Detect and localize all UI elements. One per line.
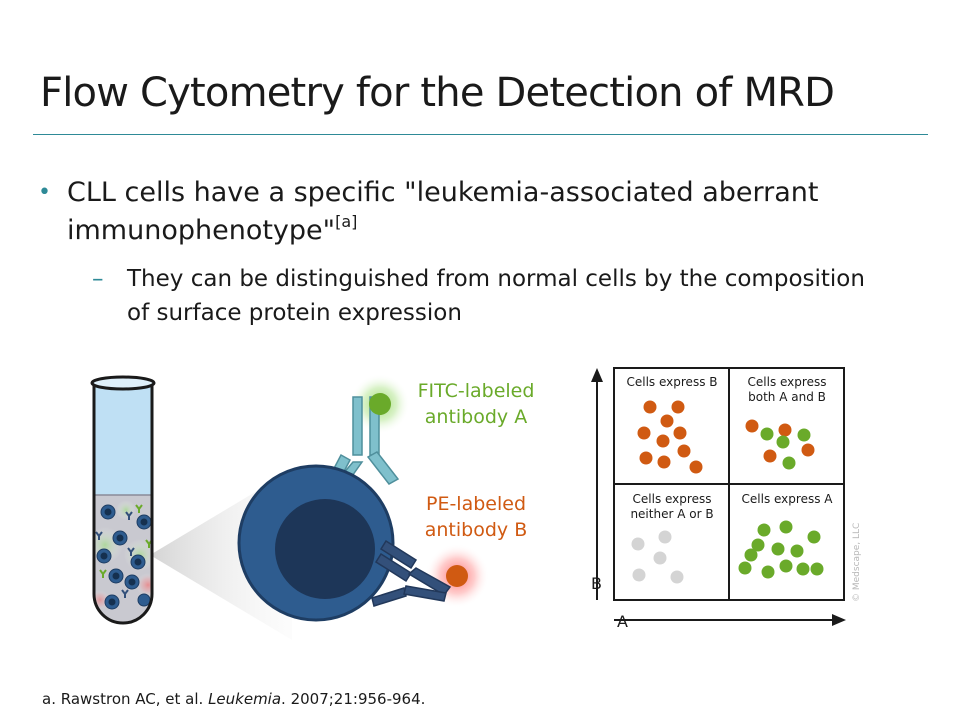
quadrant-top-right-label-1: Cells express — [748, 375, 827, 389]
bullet-level-1: • CLL cells have a specific "leukemia-as… — [38, 174, 918, 250]
dots-a-positive — [738, 520, 824, 579]
test-tube — [90, 375, 156, 625]
pe-label-line2: antibody B — [425, 519, 527, 541]
title-divider — [33, 134, 928, 135]
y-axis-label: B — [591, 574, 602, 593]
bullet-1-text: CLL cells have a specific "leukemia-asso… — [67, 174, 918, 250]
dots-b-positive — [637, 400, 703, 474]
footnote-citation: a. Rawstron AC, et al. Leukemia. 2007;21… — [42, 690, 425, 708]
reference-marker: [a] — [335, 212, 358, 231]
bullet-dot-icon: • — [38, 180, 51, 205]
quadrant-bottom-left-label-2: neither A or B — [630, 507, 713, 521]
dots-double-positive — [745, 419, 815, 470]
bullet-dash-icon: – — [92, 266, 104, 292]
y-axis-arrow — [591, 368, 603, 600]
cell-nucleus — [275, 499, 375, 599]
slide-title: Flow Cytometry for the Detection of MRD — [40, 70, 835, 116]
dots-double-negative — [631, 530, 684, 584]
quadrant-bottom-left-label-1: Cells express — [633, 492, 712, 506]
footnote-prefix: a. Rawstron AC, et al. — [42, 690, 209, 708]
pe-fluorophore — [446, 565, 468, 587]
footnote-suffix: . 2007;21:956-964. — [281, 690, 426, 708]
x-axis-arrow — [614, 614, 846, 626]
fitc-label-line2: antibody A — [425, 406, 527, 428]
copyright-watermark: © Medscape, LLC — [852, 522, 862, 602]
bullet-level-2: – They can be distinguished from normal … — [92, 262, 872, 330]
fitc-fluorophore — [369, 393, 391, 415]
x-axis-label: A — [617, 612, 628, 631]
bullet-2-text: They can be distinguished from normal ce… — [127, 266, 865, 326]
pe-antibody-icon — [371, 539, 452, 607]
footnote-journal: Leukemia — [208, 690, 282, 708]
quadrant-top-left-label: Cells express B — [627, 375, 718, 389]
bullet-1-body: CLL cells have a specific "leukemia-asso… — [67, 177, 819, 246]
quadrant-bottom-right-label: Cells express A — [742, 492, 834, 506]
fitc-label-line1: FITC-labeled — [418, 380, 535, 402]
pe-label-line1: PE-labeled — [426, 493, 526, 515]
quadrant-top-right-label-2: both A and B — [748, 390, 826, 404]
quadrant-plot: Cells express B Cells express both A and… — [591, 367, 846, 631]
